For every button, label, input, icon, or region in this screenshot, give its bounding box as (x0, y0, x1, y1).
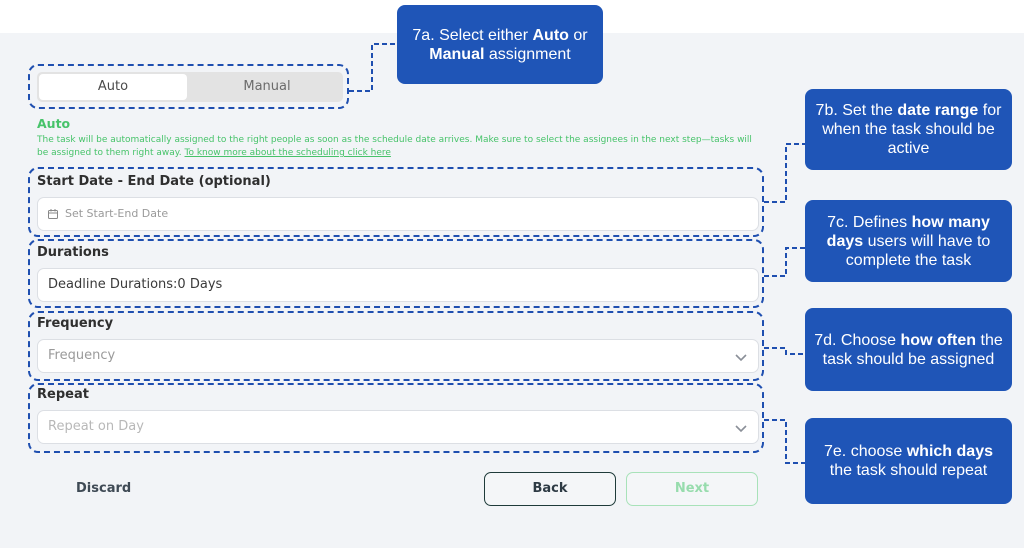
callout-7a-bold-auto: Auto (532, 26, 569, 44)
assignment-mode-toggle: Auto Manual (37, 72, 343, 102)
callout-7e-bold: which days (906, 443, 993, 460)
next-button[interactable]: Next (626, 472, 758, 506)
durations-label: Durations (37, 245, 109, 260)
frequency-placeholder: Frequency (48, 348, 116, 363)
callout-7c-text-end: users will have to complete the task (845, 232, 991, 269)
highlight-durations (28, 239, 764, 308)
date-range-placeholder: Set Start-End Date (65, 207, 169, 220)
date-range-input[interactable]: Set Start-End Date (37, 197, 759, 231)
callout-7e-text: 7e. choose (824, 443, 907, 460)
repeat-label: Repeat (37, 387, 89, 402)
callout-7b-text-end: for when the task should be active (822, 102, 1002, 157)
callout-7a-bold-manual: Manual (429, 45, 485, 63)
callout-7b: 7b. Set the date range for when the task… (805, 89, 1012, 170)
date-range-label: Start Date - End Date (optional) (37, 174, 271, 189)
highlight-toggle (28, 64, 349, 109)
callout-7a-text-end: assignment (484, 45, 571, 63)
callout-7b-text: 7b. Set the (815, 102, 898, 119)
callout-7a: 7a. Select either Auto or Manual assignm… (397, 5, 603, 84)
mode-description: The task will be automatically assigned … (37, 134, 757, 160)
callout-7d-bold: how often (900, 331, 977, 349)
toggle-auto-option[interactable]: Auto (39, 74, 187, 100)
callout-7a-text-mid: or (568, 26, 588, 44)
frequency-label: Frequency (37, 316, 114, 331)
highlight-repeat (28, 383, 764, 453)
callout-7a-text: 7a. Select either (412, 26, 533, 44)
chevron-down-icon (735, 354, 747, 362)
callout-7e: 7e. choose which days the task should re… (805, 418, 1012, 504)
callout-7b-bold: date range (897, 102, 979, 119)
repeat-placeholder: Repeat on Day (48, 419, 144, 434)
toggle-manual-option[interactable]: Manual (243, 79, 291, 94)
scheduling-help-link[interactable]: To know more about the scheduling click … (184, 148, 391, 158)
mode-title: Auto (37, 116, 71, 131)
callout-7d: 7d. Choose how often the task should be … (805, 308, 1012, 391)
highlight-date-range (28, 167, 764, 237)
frequency-select[interactable]: Frequency (37, 339, 759, 373)
callout-7c-bold: how many days (826, 213, 990, 250)
back-button[interactable]: Back (484, 472, 616, 506)
repeat-select[interactable]: Repeat on Day (37, 410, 759, 444)
discard-button[interactable]: Discard (76, 481, 132, 496)
callout-7e-text-end: the task should repeat (829, 462, 988, 479)
callout-7c-text: 7c. Defines (827, 213, 912, 231)
calendar-icon (48, 209, 58, 219)
highlight-frequency (28, 311, 764, 381)
chevron-down-icon (735, 425, 747, 433)
durations-value: Deadline Durations:0 Days (48, 277, 223, 292)
callout-7d-text: 7d. Choose (814, 331, 901, 349)
durations-input[interactable]: Deadline Durations:0 Days (37, 268, 759, 302)
callout-7d-text-end: the task should be assigned (822, 331, 1003, 368)
callout-7c: 7c. Defines how many days users will hav… (805, 200, 1012, 282)
mode-description-text: The task will be automatically assigned … (37, 135, 752, 158)
